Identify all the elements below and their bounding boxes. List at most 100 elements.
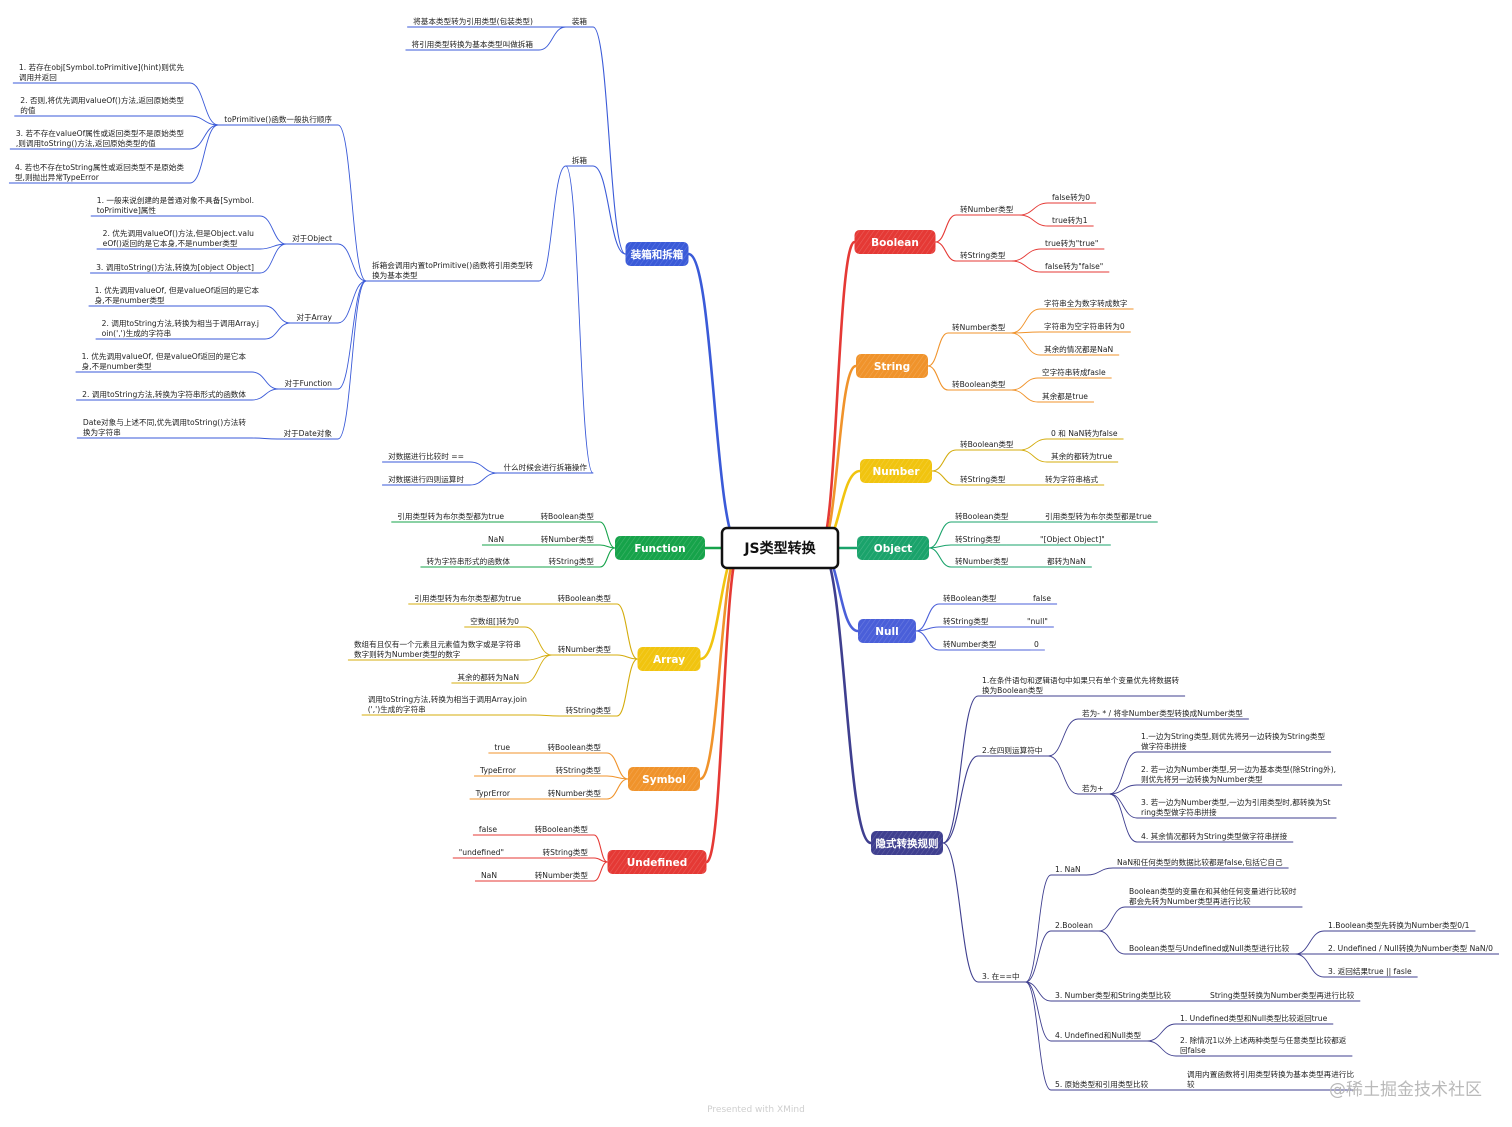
subtopic-u1[interactable]: 转Boolean类型 — [939, 593, 1003, 605]
subtopic-x2142[interactable]: 2. 调用toString方法,转换为字符串形式的函数体 — [76, 389, 252, 401]
subtopic-x2114[interactable]: 4. 若也不存在toString属性或返回类型不是原始类型,则抛出异常TypeE… — [8, 162, 190, 184]
subtopic-u3[interactable]: 转Number类型 — [939, 639, 1003, 651]
subtopic-d2[interactable]: 转String类型 — [536, 847, 594, 859]
subtopic-s11[interactable]: 字符串全为数字转成数字 — [1040, 298, 1134, 310]
subtopic-i341[interactable]: 1. Undefined类型和Null类型比较返回true — [1176, 1013, 1334, 1025]
subtopic-i22[interactable]: 若为+ — [1078, 783, 1110, 795]
subtopic-u21[interactable]: "null" — [1023, 617, 1054, 628]
subtopic-a11[interactable]: 引用类型转为布尔类型都为true — [408, 593, 527, 605]
subtopic-x2151[interactable]: Date对象与上述不同,优先调用toString()方法转换为字符串 — [76, 417, 252, 439]
subtopic-n11[interactable]: 0 和 NaN转为false — [1047, 428, 1124, 440]
subtopic-f21[interactable]: NaN — [481, 535, 510, 546]
subtopic-i21[interactable]: 若为- * / 将非Number类型转换成Number类型 — [1078, 708, 1249, 720]
subtopic-s2[interactable]: 转Boolean类型 — [948, 379, 1012, 391]
subtopic-x214[interactable]: 对于Function — [278, 378, 338, 390]
subtopic-i331[interactable]: String类型转换为Number类型再进行比较 — [1206, 990, 1361, 1002]
subtopic-s1[interactable]: 转Number类型 — [948, 322, 1012, 334]
subtopic-x2111[interactable]: 1. 若存在obj[Symbol.toPrimitive](hint)则优先调用… — [12, 62, 190, 84]
subtopic-b2[interactable]: 转String类型 — [956, 250, 1012, 262]
subtopic-i342[interactable]: 2. 除情况1以外上述两种类型与任意类型比较都返回false — [1176, 1035, 1353, 1057]
subtopic-x21[interactable]: 拆箱会调用内置toPrimitive()函数将引用类型转换为基本类型 — [366, 260, 539, 282]
subtopic-x11[interactable]: 将基本类型转为引用类型(包装类型) — [407, 16, 539, 28]
subtopic-y11[interactable]: true — [488, 743, 516, 754]
subtopic-a1[interactable]: 转Boolean类型 — [551, 593, 617, 605]
subtopic-i321[interactable]: Boolean类型的变量在和其他任何变量进行比较时都会先转为Number类型再进… — [1125, 886, 1303, 908]
center-topic[interactable]: JS类型转换 — [720, 526, 840, 570]
subtopic-y3[interactable]: 转Number类型 — [541, 788, 607, 800]
subtopic-d21[interactable]: "undefined" — [452, 848, 510, 859]
subtopic-i221[interactable]: 1.一边为String类型,则优先将另一边转换为String类型做字符串拼接 — [1137, 731, 1332, 753]
subtopic-x12[interactable]: 将引用类型转换为基本类型叫做拆箱 — [405, 39, 539, 51]
subtopic-x1[interactable]: 装箱 — [565, 16, 593, 28]
subtopic-u2[interactable]: 转String类型 — [939, 616, 995, 628]
subtopic-x2141[interactable]: 1. 优先调用valueOf, 但是valueOf返回的是它本身,不是numbe… — [75, 351, 252, 373]
main-topic-nul[interactable]: Null — [858, 619, 916, 643]
subtopic-a23[interactable]: 其余的都转为NaN — [451, 672, 525, 684]
subtopic-n1[interactable]: 转Boolean类型 — [956, 439, 1020, 451]
subtopic-b21[interactable]: true转为"true" — [1041, 238, 1105, 250]
subtopic-u11[interactable]: false — [1029, 594, 1058, 605]
subtopic-x2131[interactable]: 1. 优先调用valueOf, 但是valueOf返回的是它本身,不是numbe… — [88, 285, 265, 307]
subtopic-d31[interactable]: NaN — [474, 871, 503, 882]
subtopic-o31[interactable]: 都转为NaN — [1043, 556, 1092, 568]
subtopic-i33[interactable]: 3. Number类型和String类型比较 — [1051, 990, 1177, 1002]
main-topic-fn[interactable]: Function — [615, 536, 705, 560]
subtopic-i351[interactable]: 调用内置函数将引用类型转换为基本类型再进行比较 — [1183, 1069, 1361, 1091]
subtopic-x22[interactable]: 什么时候会进行拆箱操作 — [497, 462, 593, 474]
subtopic-x2[interactable]: 拆箱 — [565, 155, 593, 167]
main-topic-num[interactable]: Number — [860, 459, 932, 483]
subtopic-x221[interactable]: 对数据进行比较时 == — [382, 451, 470, 463]
subtopic-o21[interactable]: "[Object Object]" — [1036, 535, 1111, 546]
subtopic-s13[interactable]: 其余的情况都是NaN — [1040, 344, 1120, 356]
subtopic-a31[interactable]: 调用toString方法,转换为相当于调用Array.join(',')生成的字… — [361, 694, 533, 716]
subtopic-b22[interactable]: false转为"false" — [1041, 261, 1110, 273]
subtopic-s12[interactable]: 字符串为空字符串转为0 — [1040, 321, 1131, 333]
subtopic-i3223[interactable]: 3. 返回结果true || fasle — [1324, 966, 1418, 978]
main-topic-bool[interactable]: Boolean — [854, 230, 936, 254]
subtopic-i31[interactable]: 1. NaN — [1051, 865, 1087, 876]
subtopic-x222[interactable]: 对数据进行四则运算时 — [382, 474, 470, 486]
subtopic-f31[interactable]: 转为字符串形式的函数体 — [420, 556, 516, 568]
subtopic-i224[interactable]: 4. 其余情况都转为String类型做字符串拼接 — [1137, 831, 1294, 843]
subtopic-a22[interactable]: 数组有且仅有一个元素且元素值为数字或是字符串数字则转为Number类型的数字 — [347, 639, 527, 661]
subtopic-x2121[interactable]: 1. 一般来说创建的是普通对象不具备[Symbol.toPrimitive]属性 — [90, 195, 260, 217]
subtopic-i1[interactable]: 1.在条件语句和逻辑语句中如果只有单个变量优先将数据转换为Boolean类型 — [978, 675, 1186, 697]
subtopic-i311[interactable]: NaN和任何类型的数据比较都是false,包括它自己 — [1113, 857, 1289, 869]
subtopic-a3[interactable]: 转String类型 — [559, 705, 617, 717]
subtopic-b1[interactable]: 转Number类型 — [956, 204, 1020, 216]
subtopic-x213[interactable]: 对于Array — [290, 312, 338, 324]
main-topic-und[interactable]: Undefined — [607, 850, 707, 874]
subtopic-a21[interactable]: 空数组[]转为0 — [464, 616, 525, 628]
subtopic-x215[interactable]: 对于Date对象 — [277, 428, 338, 440]
subtopic-b11[interactable]: false转为0 — [1048, 192, 1097, 204]
subtopic-u31[interactable]: 0 — [1030, 640, 1045, 651]
subtopic-f3[interactable]: 转String类型 — [542, 556, 600, 568]
subtopic-x2113[interactable]: 3. 若不存在valueOf属性或返回类型不是原始类型,则调用toString(… — [9, 128, 190, 150]
subtopic-s22[interactable]: 其余都是true — [1038, 391, 1094, 403]
main-topic-sym[interactable]: Symbol — [628, 767, 700, 791]
subtopic-x211[interactable]: toPrimitive()函数一般执行顺序 — [218, 114, 338, 126]
subtopic-f2[interactable]: 转Number类型 — [534, 534, 600, 546]
subtopic-y1[interactable]: 转Boolean类型 — [541, 742, 607, 754]
subtopic-x2112[interactable]: 2. 否则,将优先调用valueOf()方法,返回原始类型的值 — [14, 95, 190, 117]
subtopic-n2[interactable]: 转String类型 — [956, 474, 1012, 486]
subtopic-d3[interactable]: 转Number类型 — [528, 870, 594, 882]
subtopic-y2[interactable]: 转String类型 — [549, 765, 607, 777]
subtopic-n21[interactable]: 转为字符串格式 — [1041, 474, 1105, 486]
subtopic-f11[interactable]: 引用类型转为布尔类型都为true — [391, 511, 510, 523]
subtopic-i2[interactable]: 2.在四则运算符中 — [978, 745, 1049, 757]
subtopic-i3[interactable]: 3. 在==中 — [978, 971, 1026, 983]
subtopic-d1[interactable]: 转Boolean类型 — [528, 824, 594, 836]
subtopic-y21[interactable]: TypeError — [474, 766, 522, 777]
subtopic-i322[interactable]: Boolean类型与Undefined或Null类型进行比较 — [1125, 943, 1296, 955]
subtopic-x2123[interactable]: 3. 调用toString()方法,转换为[object Object] — [90, 262, 260, 274]
main-topic-box[interactable]: 装箱和拆箱 — [625, 242, 689, 266]
subtopic-i3222[interactable]: 2. Undefined / Null转换为Number类型 NaN/0 — [1324, 943, 1500, 955]
subtopic-i35[interactable]: 5. 原始类型和引用类型比较 — [1051, 1079, 1155, 1091]
subtopic-i34[interactable]: 4. Undefined和Null类型 — [1051, 1030, 1148, 1042]
subtopic-i222[interactable]: 2. 若一边为Number类型,另一边为基本类型(除String外),则优先将另… — [1137, 764, 1343, 786]
subtopic-f1[interactable]: 转Boolean类型 — [534, 511, 600, 523]
